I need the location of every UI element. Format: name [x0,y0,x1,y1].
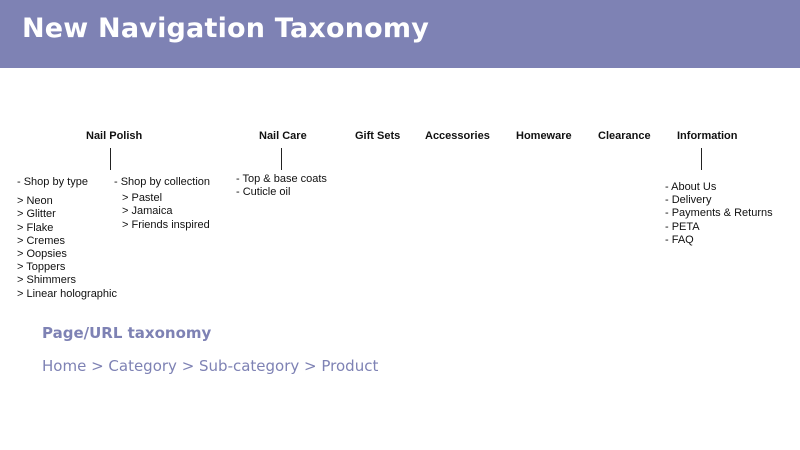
list-item: - Delivery [665,194,712,207]
shop-by-collection-heading: - Shop by collection [114,176,210,188]
category-nail-polish: Nail Polish [86,130,143,142]
category-nail-care: Nail Care [259,130,307,142]
list-item: > Friends inspired [122,218,210,231]
category-information: Information [677,130,738,142]
list-item: - Top & base coats [236,173,327,185]
connector-nail-polish [110,148,111,170]
list-item: > Linear holographic [17,287,117,300]
nail-care-list: - Top & base coats - Cuticle oil [236,173,327,199]
list-item: > Glitter [17,208,56,221]
page-title: New Navigation Taxonomy [22,13,430,44]
list-item: > Flake [17,221,54,234]
list-item: > Shimmers [17,274,76,287]
information-list: - About Us - Delivery - Payments & Retur… [665,181,773,247]
page-url-taxonomy-heading: Page/URL taxonomy [42,324,212,342]
list-item: > Neon [17,195,53,208]
list-item: > Jamaica [122,205,173,218]
list-item: > Cremes [17,234,65,247]
breadcrumb: Home > Category > Sub-category > Product [42,357,379,375]
connector-information [701,148,702,170]
list-item: - Payments & Returns [665,207,773,220]
list-item: > Oopsies [17,248,67,261]
category-homeware: Homeware [516,130,572,142]
shop-by-type-list: - Shop by type > Neon > Glitter > Flake … [17,176,117,301]
shop-by-type-heading: - Shop by type [17,176,88,188]
category-clearance: Clearance [598,130,651,142]
list-item: - Cuticle oil [236,186,291,199]
connector-nail-care [281,148,282,170]
category-accessories: Accessories [425,130,490,142]
list-item: > Toppers [17,261,66,274]
shop-by-collection-list: - Shop by collection > Pastel > Jamaica … [114,176,210,232]
list-item: - FAQ [665,233,694,246]
list-item: - About Us [665,181,717,193]
title-bar: New Navigation Taxonomy [0,0,800,68]
category-gift-sets: Gift Sets [355,130,401,142]
list-item: > Pastel [122,192,163,205]
list-item: - PETA [665,220,700,233]
